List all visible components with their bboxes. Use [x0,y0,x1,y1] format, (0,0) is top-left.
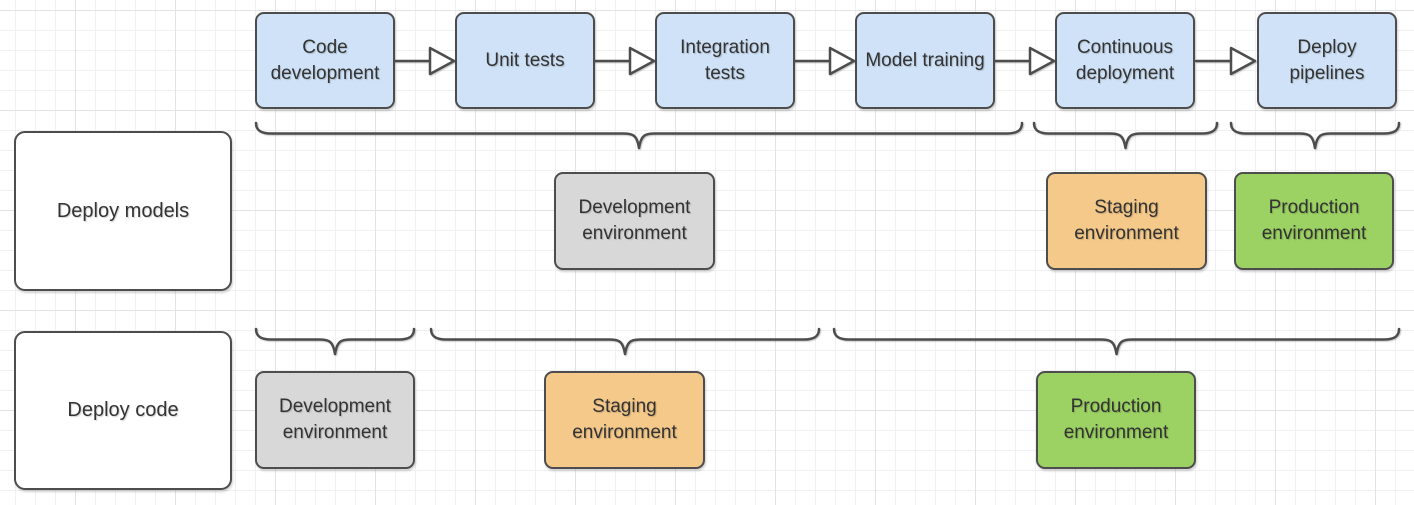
env-label: Staging environment [572,396,677,443]
flow-arrow-icon [593,46,656,76]
stage-unit-tests: Unit tests [455,12,595,109]
env-label: Development environment [578,197,691,244]
grouping-brace-code-production [832,327,1401,356]
env-label: Development environment [279,396,391,443]
stage-integration-tests: Integration tests [655,12,795,109]
env-box-models-development: Development environment [554,172,715,270]
env-box-code-production: Production environment [1036,371,1196,469]
flow-arrow-icon [993,46,1056,76]
env-box-code-development: Development environment [255,371,415,469]
stage-label: Unit tests [485,49,565,71]
grouping-brace-models-production [1229,121,1401,150]
stage-label: Model training [865,49,985,71]
env-box-models-staging: Staging environment [1046,172,1207,270]
env-label: Staging environment [1074,197,1179,244]
stage-label: Integration tests [680,36,770,84]
stage-label: Deploy pipelines [1289,36,1365,84]
stage-label: Continuous deployment [1075,36,1175,84]
stage-model-training: Model training [855,12,995,109]
flow-arrow-icon [1194,46,1257,76]
grouping-brace-models-staging [1032,121,1219,150]
env-label: Production environment [1063,396,1169,443]
grouping-brace-code-development [254,327,416,356]
row-label-deploy-code: Deploy code [14,331,232,490]
env-box-code-staging: Staging environment [544,371,705,469]
stage-label: Code development [270,36,380,84]
grouping-brace-code-staging [429,327,821,356]
stage-code-development: Code development [255,12,395,109]
env-box-models-production: Production environment [1234,172,1394,270]
grouping-brace-models-development [254,121,1024,150]
env-label: Production environment [1261,197,1367,244]
flow-arrow-icon [793,46,856,76]
stage-continuous-deployment: Continuous deployment [1055,12,1195,109]
flow-arrow-icon [393,46,456,76]
row-label-deploy-models: Deploy models [14,131,232,291]
row-label-text: Deploy models [56,199,190,222]
stage-deploy-pipelines: Deploy pipelines [1257,12,1397,109]
row-label-text: Deploy code [67,399,179,421]
